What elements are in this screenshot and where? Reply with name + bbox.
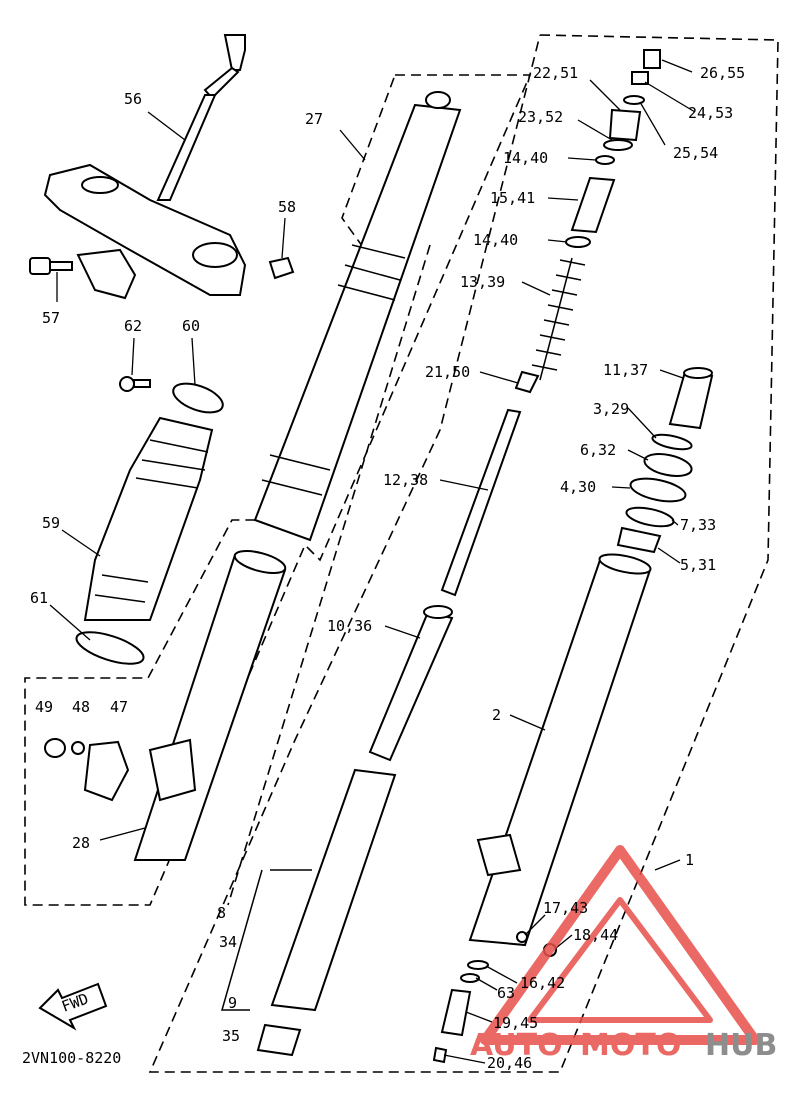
- leader-lines: [49, 59, 696, 1064]
- guard-47: [83, 740, 130, 802]
- callout-label: 48: [72, 698, 90, 716]
- callout-label: 15,41: [490, 189, 535, 207]
- callout-label: 25,54: [673, 144, 718, 162]
- plug-19-45: [440, 988, 472, 1037]
- callout-label: 58: [278, 198, 296, 216]
- clamp-60: [172, 382, 224, 414]
- watermark-text-moto: MOTO: [580, 1028, 681, 1063]
- callout-label: 62: [124, 317, 142, 335]
- callout-label: 13,39: [460, 273, 505, 291]
- callout-label: 22,51: [533, 64, 578, 82]
- cap-26-55: [643, 49, 661, 69]
- callout-label: 19,45: [493, 1014, 538, 1032]
- bolt-62: [119, 376, 151, 392]
- rod-10-36: [368, 605, 454, 762]
- callout-label: 16,42: [520, 974, 565, 992]
- watermark-text-hub: HUB: [705, 1028, 777, 1063]
- nut-58: [268, 256, 295, 280]
- callout-label: 11,37: [603, 361, 648, 379]
- outer-tube-28: [133, 550, 287, 861]
- callout-label: 5,31: [680, 556, 716, 574]
- callout-label: 23,52: [518, 108, 563, 126]
- boundary-left-fork: [24, 74, 532, 906]
- damper-rod-12-38: [440, 408, 522, 597]
- washer-48: [71, 741, 85, 755]
- callout-label: 27: [305, 110, 323, 128]
- callout-label: 6,32: [580, 441, 616, 459]
- callout-label: 20,46: [487, 1054, 532, 1072]
- callout-label: 59: [42, 514, 60, 532]
- bushing-11-37: [668, 367, 714, 430]
- callout-label: 47: [110, 698, 128, 716]
- washer-4-30: [629, 477, 687, 503]
- callout-label: 60: [182, 317, 200, 335]
- callout-label: 21,50: [425, 363, 470, 381]
- callout-label: 7,33: [680, 516, 716, 534]
- callout-label: 63: [497, 984, 515, 1002]
- fwd-arrow-icon: FWD: [38, 982, 108, 1031]
- cap-49: [44, 738, 66, 758]
- washer-63: [460, 973, 480, 983]
- callout-label: 57: [42, 309, 60, 327]
- clamp-61: [75, 631, 145, 665]
- callout-label: 14,40: [473, 231, 518, 249]
- boundary-inner-27: [227, 244, 431, 906]
- callout-label: 34: [219, 933, 237, 951]
- spacer-15-41: [570, 176, 616, 234]
- watermark-logo: AUTO MOTO HUB: [470, 845, 777, 1063]
- callout-label: 17,43: [543, 899, 588, 917]
- callout-label: 12,38: [383, 471, 428, 489]
- cap-bolt-22-51: [608, 108, 642, 142]
- washer-14-40-a: [595, 155, 615, 165]
- callout-label: 2: [492, 706, 501, 724]
- callout-label: 61: [30, 589, 48, 607]
- callout-label: 26,55: [700, 64, 745, 82]
- bracket-8-9: [221, 869, 312, 1011]
- steering-stem-56: [43, 34, 247, 300]
- callout-label: 1: [685, 851, 694, 869]
- callout-labels: 56 57 58 62 60 59 61 49 48 47 28 27 8 34…: [30, 64, 745, 1072]
- callout-label: 24,53: [688, 104, 733, 122]
- callout-label: 28: [72, 834, 90, 852]
- callout-label: 4,30: [560, 478, 596, 496]
- cylinder-8-34: [270, 768, 397, 1012]
- oring-25-54: [623, 95, 645, 105]
- piece-9-35: [256, 1023, 302, 1057]
- callout-label: 9: [228, 994, 237, 1012]
- washer-16-42: [467, 960, 489, 970]
- spring-13-39: [531, 257, 586, 381]
- inner-tube-27: [253, 91, 462, 542]
- dust-boot-59: [83, 416, 214, 621]
- callout-label: 56: [124, 90, 142, 108]
- callout-label: 8: [217, 904, 226, 922]
- oring-23-52: [603, 139, 633, 151]
- callout-label: 3,29: [593, 400, 629, 418]
- group-boundaries: [24, 34, 779, 1073]
- boundary-right-fork: [148, 34, 779, 1073]
- outer-tube-2: [468, 553, 652, 947]
- callout-label: 35: [222, 1027, 240, 1045]
- bushing-5-31: [616, 526, 662, 554]
- clip-3-29: [651, 433, 693, 451]
- callout-label: 10,36: [327, 617, 372, 635]
- callout-label: 18,44: [573, 926, 618, 944]
- piece-21-50: [514, 370, 540, 394]
- bushing-7-33: [625, 506, 675, 528]
- watermark-triangle-icon: [480, 845, 760, 1045]
- seal-6-32: [643, 453, 693, 477]
- watermark-text-auto: AUTO: [470, 1028, 563, 1063]
- diagram-code: 2VN100-8220: [22, 1049, 121, 1067]
- bolt-57: [29, 257, 73, 275]
- bolt-20-46: [432, 1046, 448, 1064]
- callout-label: 14,40: [503, 149, 548, 167]
- washer-14-40-b: [565, 236, 591, 248]
- callout-label: 49: [35, 698, 53, 716]
- bolt-17-43: [516, 931, 528, 943]
